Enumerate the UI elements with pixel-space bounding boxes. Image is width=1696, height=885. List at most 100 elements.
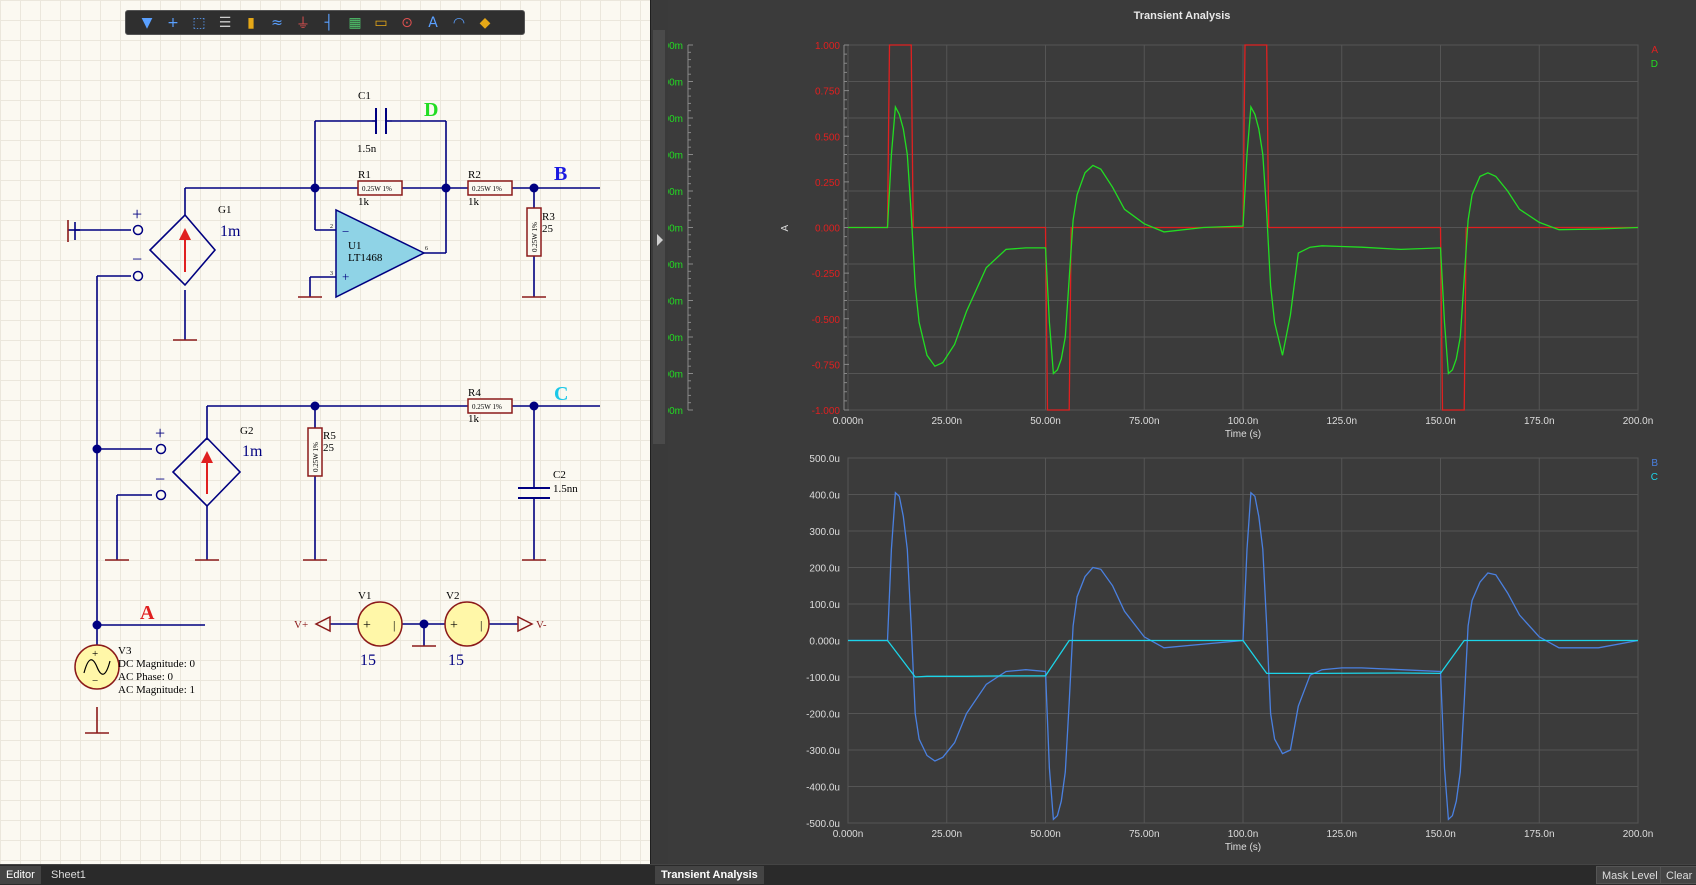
ac-source-v3[interactable] — [74, 644, 120, 690]
grounds — [67, 220, 546, 734]
pane-splitter[interactable] — [650, 0, 669, 864]
top-ytick: -20.00m — [668, 370, 683, 381]
ground-icon[interactable]: ⏚ — [296, 15, 310, 32]
r2-ref: R2 — [468, 169, 481, 181]
arc-icon[interactable]: ◠ — [452, 14, 466, 31]
port-vminus[interactable] — [517, 615, 534, 633]
top-xtick: 75.00n — [1129, 416, 1160, 427]
top-ytick: 0.250 — [815, 178, 840, 189]
port-icon[interactable]: ▭ — [374, 14, 388, 31]
top-xtick: 50.00n — [1030, 416, 1061, 427]
part-icon[interactable]: ▦ — [348, 14, 362, 31]
bottom-series-C — [848, 639, 1638, 678]
bottom-xtick: 150.0n — [1425, 829, 1456, 840]
top-ytick: 10.00m — [668, 151, 683, 162]
r3-value: 25 — [542, 223, 554, 235]
top-ytick: 1.000 — [815, 41, 840, 52]
schematic-canvas[interactable]: C1 1.5n 0.25W 1% R1 1k 0.25W 1% R2 1k 0.… — [0, 0, 650, 864]
top-ytick: 0.500 — [815, 132, 840, 143]
v3-acmag: AC Magnitude: 1 — [118, 684, 195, 696]
r2-body: 0.25W 1% — [472, 185, 502, 193]
resistor-r3[interactable]: 0.25W 1% — [526, 207, 542, 257]
clear-button[interactable]: Clear — [1660, 866, 1696, 884]
opamp-u1[interactable] — [335, 208, 428, 299]
mask-level-button[interactable]: Mask Level — [1596, 866, 1664, 884]
resistor-r5[interactable]: 0.25W 1% — [307, 427, 323, 477]
r5-value: 25 — [323, 442, 335, 454]
top-xtick: 125.0n — [1326, 416, 1357, 427]
wires — [74, 120, 600, 646]
r4-ref: R4 — [468, 387, 481, 399]
wire-icon[interactable]: ≈ — [271, 14, 283, 31]
bottom-ytick: 500.0u — [809, 454, 840, 465]
g2-plus: + — [155, 423, 165, 443]
vplus-port-label: V+ — [294, 619, 308, 631]
r1-ref: R1 — [358, 169, 371, 181]
bottom-xlabel: Time (s) — [1225, 842, 1261, 853]
top-ytick: 25.00m — [668, 41, 683, 52]
junction-icon[interactable]: ◆ — [479, 14, 491, 31]
bottom-ytick: -300.0u — [806, 746, 840, 757]
voltage-source-v1[interactable] — [357, 601, 403, 647]
align-icon[interactable]: ☰ — [218, 14, 232, 31]
bottom-ytick: -500.0u — [806, 819, 840, 830]
top-ytick: 0.000 — [815, 224, 840, 235]
select-rect-icon[interactable]: ⬚ — [192, 14, 206, 31]
port-vplus[interactable] — [314, 615, 331, 633]
voltage-source-v2[interactable] — [444, 601, 490, 647]
v3-minus: − — [92, 675, 98, 687]
resistor-r2[interactable]: 0.25W 1% — [467, 180, 513, 196]
text-icon[interactable]: A — [428, 14, 438, 31]
analysis-title: Transient Analysis — [1133, 10, 1231, 22]
v2-value: 15 — [448, 652, 464, 669]
resistor-r4[interactable]: 0.25W 1% — [467, 398, 513, 414]
component-icon[interactable]: ▮ — [247, 14, 255, 31]
bottom-ytick: -100.0u — [806, 673, 840, 684]
bus-icon[interactable]: ┤ — [324, 14, 334, 31]
top-legend-D: D — [1651, 59, 1658, 70]
bottom-series-B — [848, 491, 1639, 821]
u1-ref: U1 — [348, 240, 361, 252]
top-xtick: 150.0n — [1425, 416, 1456, 427]
v1-plus: + — [363, 618, 371, 633]
expand-arrow-icon[interactable] — [657, 234, 663, 246]
v3-dc: DC Magnitude: 0 — [118, 658, 195, 670]
tab-sheet1[interactable]: Sheet1 — [51, 869, 86, 881]
bottom-xtick: 75.00n — [1129, 829, 1160, 840]
resistor-r1[interactable]: 0.25W 1% — [357, 180, 403, 196]
bottom-ytick: 400.0u — [809, 491, 840, 502]
bottom-ytick: 100.0u — [809, 600, 840, 611]
tab-transient-analysis[interactable]: Transient Analysis — [655, 866, 764, 884]
c2-value: 1.5nn — [553, 483, 578, 495]
r1-value: 1k — [358, 196, 370, 208]
bottom-xtick: 100.0n — [1228, 829, 1259, 840]
v3-plus: + — [92, 648, 98, 660]
probe-icon[interactable]: ⊙ — [401, 14, 413, 31]
net-label-d: D — [424, 99, 438, 121]
top-xtick: 0.000n — [833, 416, 864, 427]
bottom-ytick: 200.0u — [809, 564, 840, 575]
top-series-A — [848, 44, 1638, 411]
crosshair-icon[interactable]: + — [167, 14, 179, 31]
capacitor-c2[interactable] — [518, 487, 550, 499]
tab-editor[interactable]: Editor — [0, 866, 41, 884]
v1-minus: | — [393, 618, 395, 632]
capacitor-c1[interactable] — [372, 108, 392, 134]
schematic-editor[interactable]: C1 1.5n 0.25W 1% R1 1k 0.25W 1% R2 1k 0.… — [0, 0, 650, 864]
v1-ref: V1 — [358, 590, 371, 602]
v3-acphase: AC Phase: 0 — [118, 671, 174, 683]
junctions — [92, 183, 539, 630]
filter-icon[interactable]: ▼ — [141, 14, 153, 31]
bottom-xtick: 50.00n — [1030, 829, 1061, 840]
net-label-c: C — [554, 383, 568, 405]
top-ytick: -10.00m — [668, 297, 683, 308]
vccs-g2[interactable] — [155, 436, 242, 508]
bottom-xtick: 200.0n — [1623, 829, 1654, 840]
top-ylabel-A: A — [780, 225, 791, 232]
vccs-g1[interactable] — [132, 213, 217, 287]
vminus-port-label: V- — [536, 619, 547, 631]
top-ytick: 0.000m — [668, 224, 683, 235]
r1-body: 0.25W 1% — [362, 185, 392, 193]
